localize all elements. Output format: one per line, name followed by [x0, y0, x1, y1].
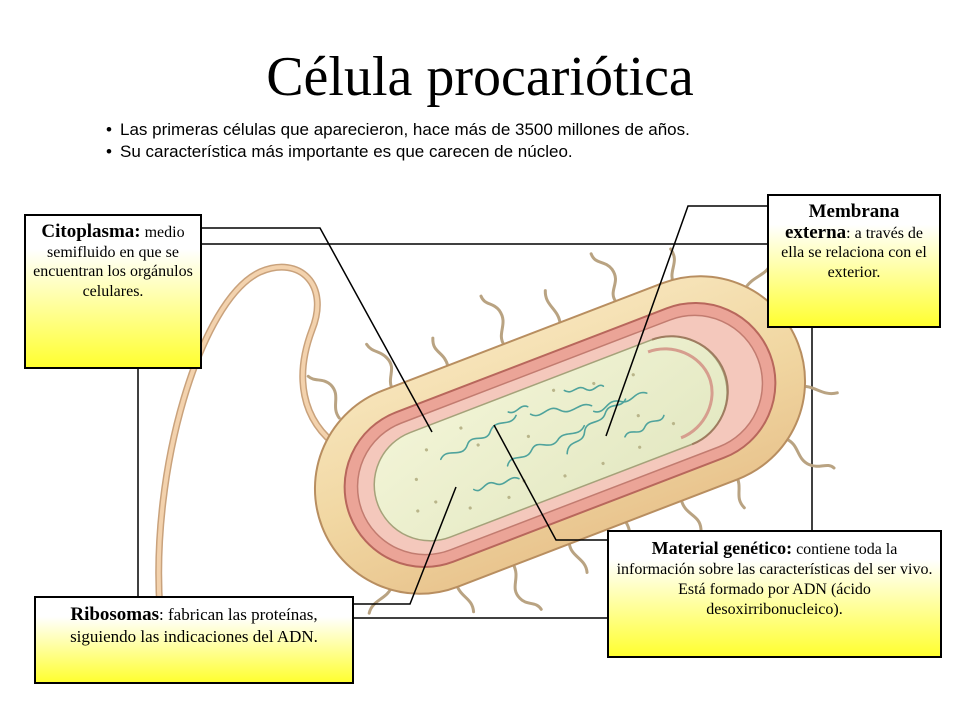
label-membrana-body: : a través de ella se relaciona con el e…	[781, 224, 927, 281]
label-material-body: contiene toda la información sobre las c…	[616, 541, 933, 618]
bullet-item: • Las primeras células que aparecieron, h…	[106, 119, 866, 141]
bullet-text: Las primeras células que aparecieron, ha…	[120, 120, 690, 139]
leader-lines	[202, 205, 767, 605]
bullet-item: • Su característica más importante es que…	[106, 141, 866, 163]
label-citoplasma-head: Citoplasma:	[41, 221, 141, 242]
page-title: Célula procariótica	[266, 46, 694, 108]
cutaway-inner-edge	[647, 347, 714, 440]
label-ribosomas-head: Ribosomas	[70, 604, 160, 625]
intro-bullets: • Las primeras células que aparecieron, h…	[106, 119, 866, 163]
label-ribosomas-body: : fabrican las proteínas, siguiendo las …	[70, 605, 318, 646]
label-citoplasma-body: medio semifluido en que se encuentran lo…	[33, 224, 193, 300]
label-membrana: Membrana externa: a través de ella se re…	[767, 194, 941, 328]
label-material-head: Material genético:	[651, 538, 793, 558]
bullet-text: Su característica más importante es que …	[120, 142, 573, 161]
bullet-dot-icon: •	[106, 120, 112, 139]
pili	[306, 236, 839, 615]
label-material-genetico: Material genético: contiene toda la info…	[607, 530, 942, 658]
label-membrana-head: Membrana externa	[784, 201, 900, 243]
cutaway-edge	[651, 335, 729, 446]
label-ribosomas: Ribosomas: fabrican las proteínas, sigui…	[34, 596, 354, 684]
bullet-dot-icon: •	[106, 142, 112, 161]
dna-fibers	[440, 384, 665, 492]
ribosome-dots	[414, 373, 676, 513]
label-citoplasma: Citoplasma: medio semifluido en que se e…	[24, 214, 202, 369]
